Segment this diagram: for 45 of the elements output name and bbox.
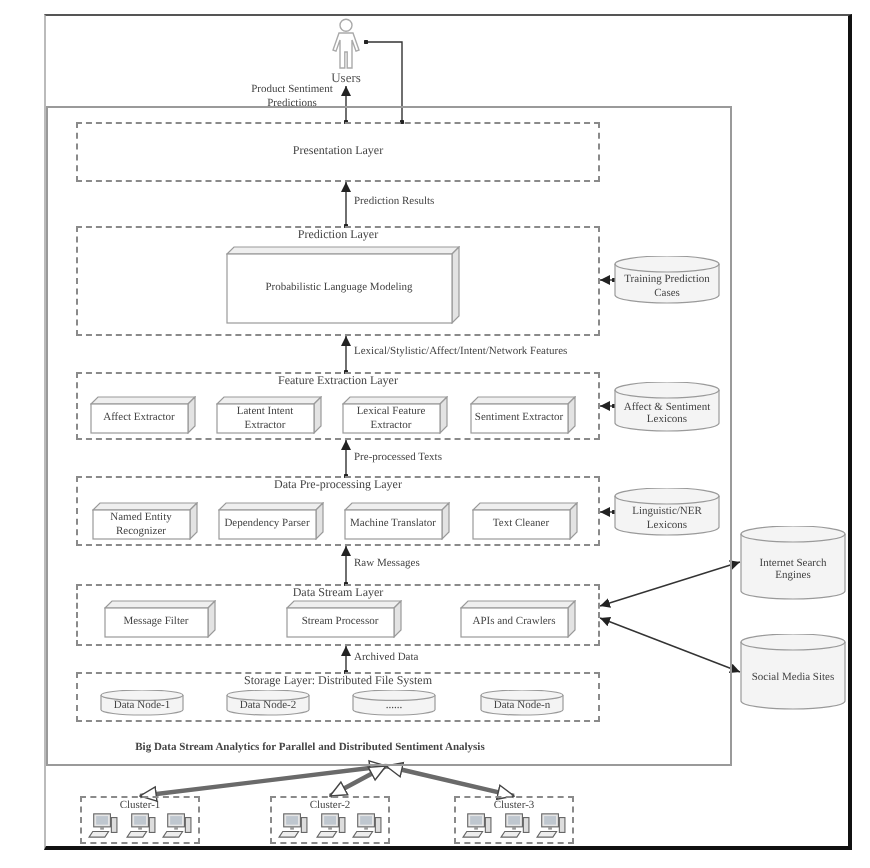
database-cylinder	[614, 382, 720, 432]
connector-line	[363, 39, 405, 125]
cluster-panel	[80, 796, 200, 844]
component-block	[344, 502, 450, 540]
arrow	[341, 439, 351, 479]
database-cylinder	[614, 488, 720, 536]
database-cylinder	[352, 690, 436, 716]
database-cylinder	[100, 690, 184, 716]
database-cylinder	[480, 690, 564, 716]
cluster-panel	[270, 796, 390, 844]
database-cylinder	[226, 690, 310, 716]
layer-panel	[76, 584, 600, 646]
component-block	[470, 396, 576, 434]
component-block	[216, 396, 322, 434]
database-cylinder	[740, 526, 846, 600]
arrow	[341, 545, 351, 587]
component-block	[460, 600, 576, 638]
component-block	[342, 396, 448, 434]
component-block	[92, 502, 198, 540]
arrow	[599, 616, 741, 674]
database-cylinder	[740, 634, 846, 710]
cluster-panel	[454, 796, 574, 844]
component-block	[218, 502, 324, 540]
database-cylinder	[614, 256, 720, 304]
system-boundary	[46, 106, 732, 766]
arrow	[599, 401, 617, 411]
arrow	[341, 85, 351, 125]
layer-panel	[76, 476, 600, 546]
arrow	[341, 181, 351, 229]
arrow	[341, 335, 351, 375]
layer-panel	[76, 226, 600, 336]
arrow	[599, 560, 741, 608]
arrow	[328, 764, 388, 798]
component-block	[472, 502, 578, 540]
layer-panel	[76, 122, 600, 182]
component-block	[286, 600, 402, 638]
component-block	[90, 396, 196, 434]
component-block	[226, 246, 460, 324]
arrow	[599, 275, 617, 285]
component-block	[104, 600, 216, 638]
layer-panel	[76, 372, 600, 440]
layer-panel	[76, 672, 600, 722]
arrow	[599, 507, 617, 517]
arrow	[341, 645, 351, 675]
arrow	[385, 761, 515, 801]
